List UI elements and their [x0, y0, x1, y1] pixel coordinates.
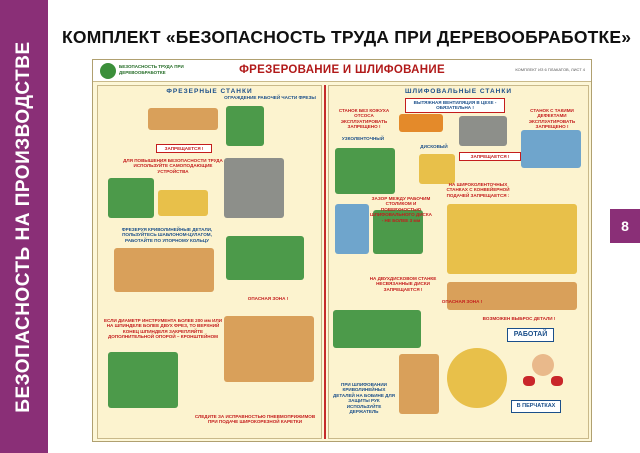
- milling-panel: ФРЕЗЕРНЫЕ СТАНКИ ОГРАЖДЕНИЕ РАБОЧЕЙ ЧАСТ…: [97, 85, 322, 439]
- side-band: БЕЗОПАСНОСТЬ НА ПРОИЗВОДСТВЕ: [0, 0, 48, 453]
- gap-note: ЗАЗОР МЕЖДУ РАБОЧИМ СТОЛИКОМ И ПОВЕРХНОС…: [370, 196, 432, 223]
- disc-sander-illustration: [399, 114, 443, 132]
- feeder-workpiece: [158, 190, 208, 216]
- logo-icon: [100, 63, 116, 79]
- side-band-text: БЕЗОПАСНОСТЬ НА ПРОИЗВОДСТВЕ: [13, 40, 34, 413]
- danger-zone-label: ОПАСНАЯ ЗОНА !: [247, 296, 289, 301]
- tape-sander-illustration: [335, 148, 395, 194]
- forbidden-label: ЗАПРЕЩАЕТСЯ !: [156, 144, 212, 154]
- no-cover-note: СТАНОК БЕЗ КОЖУХА ОТСОСА ЭКСПЛУАТИРОВАТЬ…: [338, 108, 390, 130]
- wide-belt-illustration: [447, 204, 577, 274]
- poster-header-bar: БЕЗОПАСНОСТЬ ТРУДА ПРИ ДЕРЕВООБРАБОТКЕ Ф…: [93, 60, 591, 82]
- curved-workpiece-illustration: [399, 354, 439, 414]
- drum-note: НА ДВУХДИСКОВОМ СТАНКЕ НЕСВЯЗАННЫЕ ДИСКИ…: [369, 276, 437, 292]
- belt-sander-illustration: [459, 116, 507, 146]
- grinding-panel-title: ШЛИФОВАЛЬНЫЕ СТАНКИ: [404, 88, 513, 95]
- forbidden-label-grinding: ЗАПРЕЩАЕТСЯ !: [459, 152, 521, 162]
- page-title: КОМПЛЕКТ «БЕЗОПАСНОСТЬ ТРУДА ПРИ ДЕРЕВОО…: [62, 27, 632, 47]
- wide-belt-note: НА ШИРОКОЛЕНТОЧНЫХ СТАНКАХ С КОНВЕЙЕРНОЙ…: [446, 182, 510, 198]
- safety-poster: БЕЗОПАСНОСТЬ ТРУДА ПРИ ДЕРЕВООБРАБОТКЕ Ф…: [92, 59, 592, 442]
- grinding-panel: ШЛИФОВАЛЬНЫЕ СТАНКИ ВЫТЯЖНАЯ ВЕНТИЛЯЦИЯ …: [328, 85, 589, 439]
- disc-label: ДИСКОВЫЙ: [420, 144, 448, 149]
- bracket-illustration: [108, 352, 178, 408]
- worker-head-icon: [532, 354, 554, 376]
- page-number-tab: 8: [610, 209, 640, 243]
- pneumo-note: СЛЕДИТЕ ЗА ИСПРАВНОСТЬЮ ПНЕВМОПРИЖИМОВ П…: [194, 414, 316, 425]
- danger-zone-grinding: ОПАСНАЯ ЗОНА !: [441, 299, 483, 304]
- bobbin-sander-illustration: [333, 310, 421, 348]
- vent-note: ВЫТЯЖНАЯ ВЕНТИЛЯЦИЯ В ЦЕХЕ - ОБЯЗАТЕЛЬНА…: [405, 98, 505, 113]
- logo-text: БЕЗОПАСНОСТЬ ТРУДА ПРИ ДЕРЕВООБРАБОТКЕ: [119, 64, 184, 75]
- poster-heading: ФРЕЗЕРОВАНИЕ И ШЛИФОВАНИЕ: [239, 64, 445, 76]
- two-disc-illustration: [373, 210, 423, 254]
- tape-label: УЗКОЛЕНТОЧНЫЙ: [341, 136, 385, 141]
- drum-sander-illustration: [335, 204, 369, 254]
- template-note: ФРЕЗЕРУЯ КРИВОЛИНЕЙНЫЕ ДЕТАЛИ, ПОЛЬЗУЙТЕ…: [121, 227, 213, 243]
- work-badge: РАБОТАЙ: [507, 328, 554, 342]
- log-cut-illustration: [447, 348, 507, 408]
- template-illustration: [114, 248, 214, 292]
- cutter-guard-illustration: [226, 106, 264, 146]
- milling-machine-illustration: [148, 108, 218, 130]
- spindle-illustration: [224, 158, 284, 218]
- left-glove-icon: [523, 376, 535, 386]
- guard-caption: ОГРАЖДЕНИЕ РАБОЧЕЙ ЧАСТИ ФРЕЗЫ: [224, 95, 316, 100]
- conveyor-illustration: [447, 282, 577, 310]
- kickback-label: ВОЗМОЖЕН ВЫБРОС ДЕТАЛИ !: [482, 316, 556, 321]
- defect-illustration: [521, 130, 581, 168]
- defect-note: СТАНОК С ТАКИМИ ДЕФЕКТАМИ ЭКСПЛУАТИРОВАТ…: [528, 108, 576, 130]
- shaper-illustration: [226, 236, 304, 280]
- gloves-badge: В ПЕРЧАТКАХ: [511, 400, 561, 413]
- set-note: КОМПЛЕКТ ИЗ 6 ПЛАКАТОВ, ЛИСТ 4: [515, 67, 585, 72]
- right-glove-icon: [551, 376, 563, 386]
- carriage-illustration: [224, 316, 314, 382]
- feeder-illustration: [108, 178, 154, 218]
- disc-illustration: [419, 154, 455, 184]
- curved-note: ПРИ ШЛИФОВАНИИ КРИВОЛИНЕЙНЫХ ДЕТАЛЕЙ НА …: [333, 382, 395, 415]
- safety-note: ДЛЯ ПОВЫШЕНИЯ БЕЗОПАСНОСТИ ТРУДА ИСПОЛЬЗ…: [123, 158, 223, 174]
- panel-divider: [324, 85, 326, 439]
- diameter-note: ЕСЛИ ДИАМЕТР ИНСТРУМЕНТА БОЛЕЕ 200 мм ИЛ…: [103, 318, 223, 340]
- milling-panel-title: ФРЕЗЕРНЫЕ СТАНКИ: [166, 88, 253, 95]
